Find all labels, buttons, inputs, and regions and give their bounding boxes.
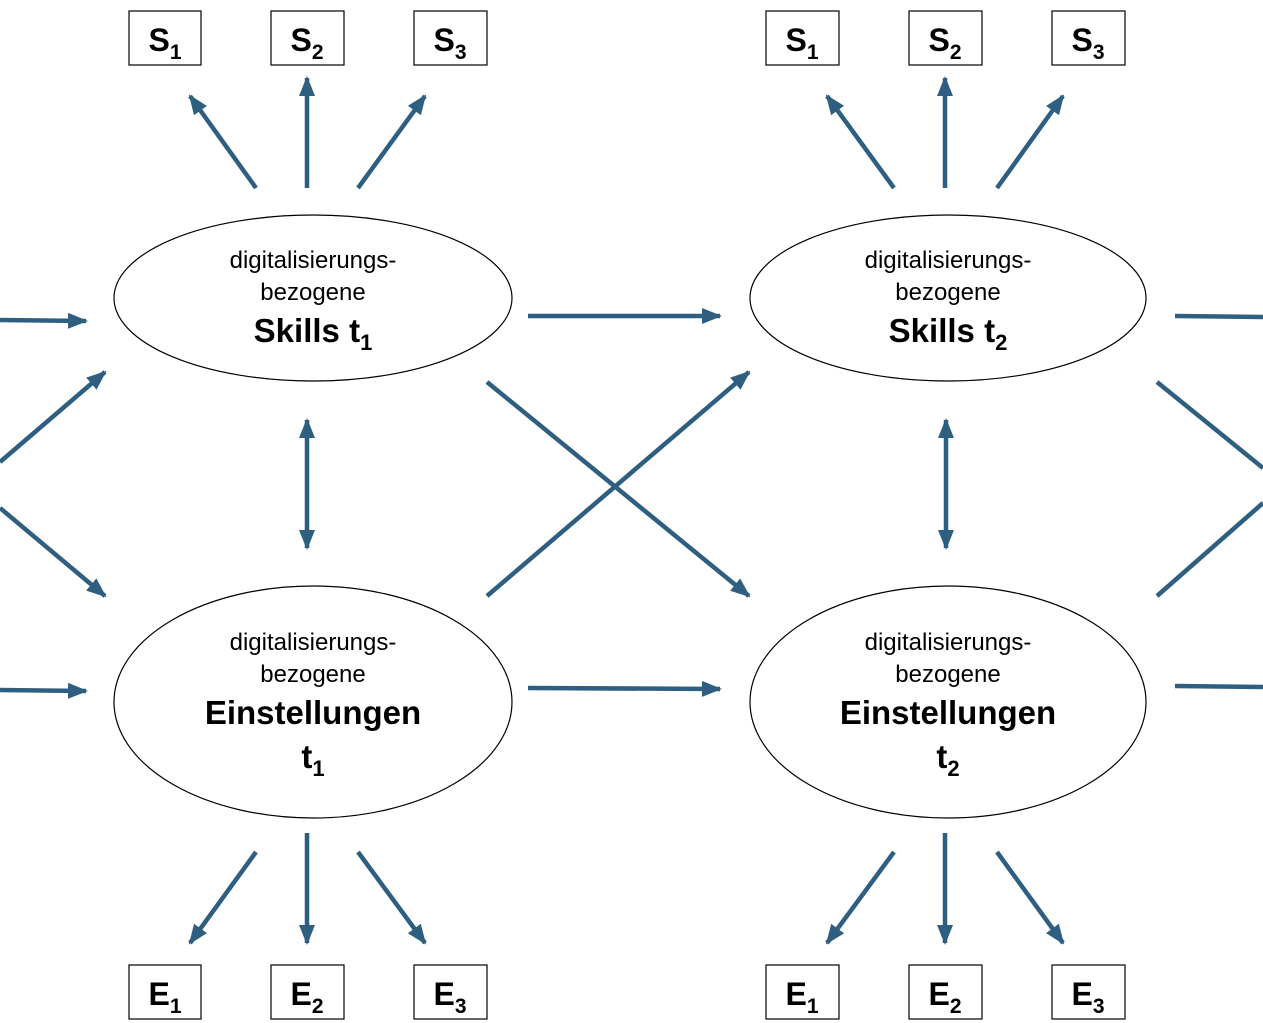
indicator-box — [128, 964, 202, 1020]
arrow-left-in-skills-t1 — [0, 312, 88, 329]
latent-label-main: Skills t1 — [254, 312, 373, 355]
indicator-s2-t1: S2 — [270, 10, 345, 66]
latent-skills-t2: digitalisierungs- bezogene Skills t2 — [749, 214, 1147, 382]
indicator-e1-t1: E1 — [128, 964, 202, 1020]
latent-label-line2: bezogene — [895, 279, 1000, 306]
latent-label-line2: bezogene — [260, 279, 365, 306]
arrow-einstellungen-t1-to-einstellungen-t2 — [527, 680, 722, 697]
indicator-label: S1 — [785, 22, 818, 64]
arrow-skills-t1-to-s3 — [356, 94, 427, 190]
arrow-einstellungen-t1-to-e1 — [188, 850, 258, 945]
indicator-box — [908, 10, 983, 66]
indicator-e1-t2: E1 — [765, 964, 840, 1020]
arrow-skills-t1-to-einstellungen-t2 — [485, 380, 751, 598]
indicator-label: S2 — [928, 22, 961, 64]
indicator-label: E2 — [290, 976, 323, 1018]
latent-label-line1: digitalisierungs- — [230, 247, 397, 274]
indicator-box — [128, 10, 202, 66]
latent-label-line1: digitalisierungs- — [865, 247, 1032, 274]
arrow-einstellungen-t1-to-skills-t2 — [485, 370, 751, 598]
indicator-e3-t1: E3 — [413, 964, 488, 1020]
latent-label-second: t1 — [301, 738, 324, 781]
indicator-s3-t1: S3 — [413, 10, 488, 66]
indicator-e2-t1: E2 — [270, 964, 345, 1020]
indicator-label: S1 — [148, 22, 181, 64]
indicator-box — [270, 964, 345, 1020]
latent-ellipse — [113, 214, 513, 382]
arrow-skills-t1-to-s1 — [188, 94, 258, 190]
latent-label-second: t2 — [936, 738, 959, 781]
latent-label-main: Einstellungen — [840, 694, 1056, 731]
indicator-label: E1 — [785, 976, 818, 1018]
latent-label-main: Skills t2 — [889, 312, 1008, 355]
indicator-box — [413, 964, 488, 1020]
latent-label-line2: bezogene — [895, 661, 1000, 688]
arrows — [0, 76, 1263, 945]
latent-label-line1: digitalisierungs- — [230, 629, 397, 656]
latent-label-line2: bezogene — [260, 661, 365, 688]
indicator-box — [413, 10, 488, 66]
arrow-skills-t2-to-s1 — [825, 94, 896, 190]
arrow-skills-t2-right-out — [1174, 313, 1263, 320]
latent-skills-t1: digitalisierungs- bezogene Skills t1 — [113, 214, 513, 382]
arrow-einstellungen-t2-right-diag — [1155, 501, 1263, 598]
arrow-einstellungen-t2-to-e1 — [825, 850, 896, 945]
arrow-einstellungen-t1-to-e3 — [356, 850, 427, 945]
indicator-box — [765, 10, 840, 66]
latent-ellipse — [113, 585, 513, 819]
indicator-label: S3 — [433, 22, 466, 64]
indicator-label: E1 — [148, 976, 181, 1018]
indicator-e2-t2: E2 — [908, 964, 983, 1020]
indicator-s2-t2: S2 — [908, 10, 983, 66]
indicator-e3-t2: E3 — [1051, 964, 1126, 1020]
arrow-left-diag-to-skills-t1 — [0, 370, 107, 464]
indicator-box — [1051, 10, 1126, 66]
indicator-boxes: S1 S2 S3 S1 S2 S3 E1 E2 — [128, 10, 1126, 1020]
arrow-left-in-einstellungen-t1 — [0, 682, 88, 699]
indicator-box — [765, 964, 840, 1020]
indicator-box — [1051, 964, 1126, 1020]
latent-einstellungen-t2: digitalisierungs- bezogene Einstellungen… — [749, 585, 1147, 819]
arrow-skills-t2-right-diag — [1155, 380, 1263, 470]
latent-ellipse — [749, 585, 1147, 819]
indicator-label: E2 — [928, 976, 961, 1018]
latent-einstellungen-t1: digitalisierungs- bezogene Einstellungen… — [113, 585, 513, 819]
arrow-einstellungen-t2-to-e3 — [995, 850, 1065, 945]
indicator-s1-t1: S1 — [128, 10, 202, 66]
indicator-label: S3 — [1071, 22, 1104, 64]
indicator-s1-t2: S1 — [765, 10, 840, 66]
indicator-label: E3 — [1071, 976, 1104, 1018]
indicator-label: E3 — [433, 976, 466, 1018]
arrow-skills-t2-to-s3 — [995, 94, 1065, 190]
indicator-label: S2 — [290, 22, 323, 64]
arrow-einstellungen-t2-right-out — [1174, 683, 1263, 690]
indicator-s3-t2: S3 — [1051, 10, 1126, 66]
latent-ellipse — [749, 214, 1147, 382]
indicator-box — [270, 10, 345, 66]
arrow-left-diag-to-einstellungen-t1 — [0, 506, 107, 598]
latent-label-main: Einstellungen — [205, 694, 421, 731]
indicator-box — [908, 964, 983, 1020]
latent-label-line1: digitalisierungs- — [865, 629, 1032, 656]
